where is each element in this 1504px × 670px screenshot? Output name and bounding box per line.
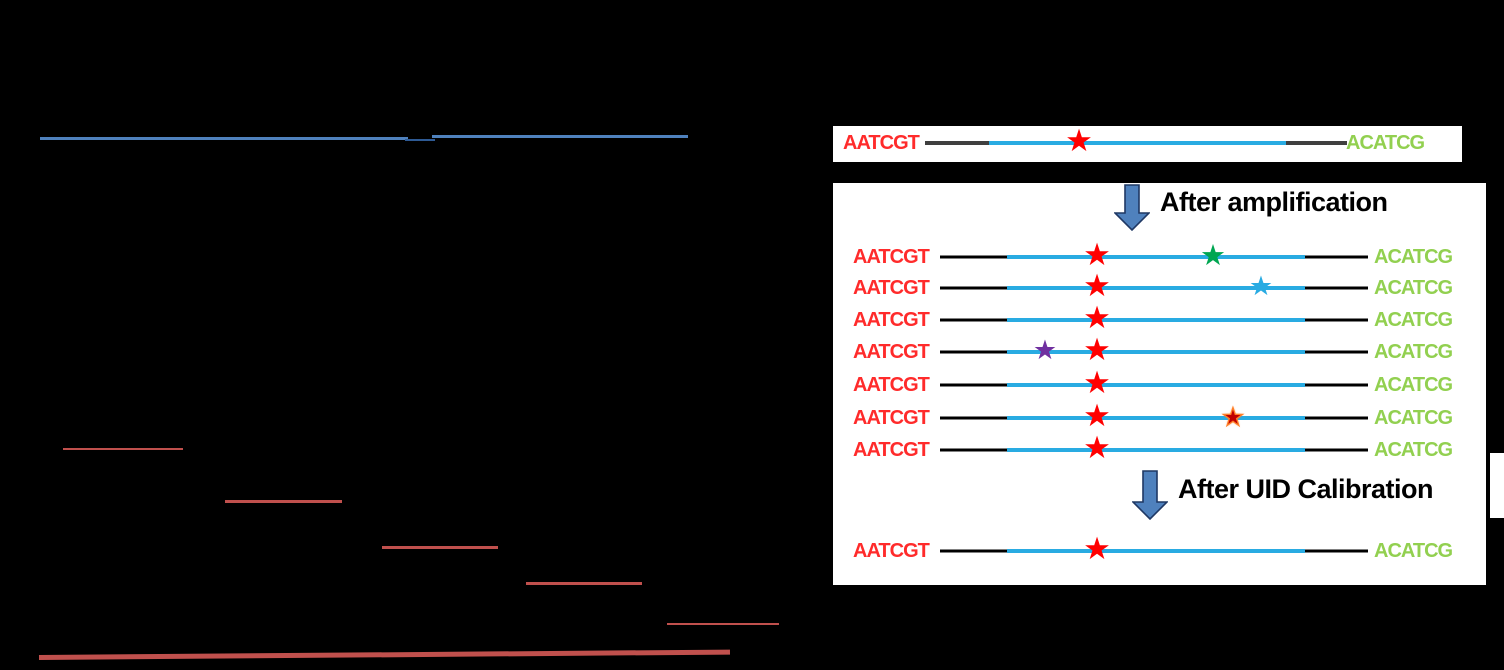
- template-dna-line: [1007, 448, 1305, 452]
- uid-barcode-right-label: ACATCG: [1374, 309, 1453, 331]
- after-amplification-label: After amplification: [1160, 187, 1388, 217]
- down-arrow-icon: [1114, 184, 1150, 231]
- mutation-star-red: ★: [1083, 364, 1111, 401]
- blue-probe-line: [432, 135, 688, 138]
- mutation-star-red: ★: [1083, 331, 1111, 368]
- adapter-segment: [1305, 383, 1368, 387]
- adapter-segment: [1305, 318, 1368, 322]
- adapter-segment: [1286, 141, 1347, 145]
- adapter-segment: [940, 448, 1007, 452]
- uid-barcode-right-label: ACATCG: [1374, 439, 1453, 461]
- uid-barcode-left-label: AATCGT: [853, 540, 930, 562]
- red-coverage-bar: [38, 649, 730, 660]
- adapter-segment: [1305, 416, 1368, 420]
- adapter-segment: [940, 416, 1007, 420]
- mutation-star-red: ★: [1065, 122, 1093, 159]
- template-dna-line: [1007, 416, 1305, 420]
- adapter-segment: [1305, 286, 1368, 290]
- red-read-line: [526, 582, 642, 585]
- template-dna-line: [989, 141, 1286, 145]
- blue-probe-line: [40, 137, 408, 140]
- down-arrow-icon: [1132, 470, 1168, 520]
- mutation-star-red: ★: [1083, 530, 1111, 567]
- uid-barcode-left-label: AATCGT: [853, 374, 930, 396]
- adapter-segment: [940, 255, 1007, 259]
- mutation-star-red: ★: [1083, 429, 1111, 466]
- uid-barcode-left-label: AATCGT: [853, 246, 930, 268]
- template-dna-line: [1007, 255, 1305, 259]
- mutation-star-brick: ★: [1221, 402, 1245, 432]
- adapter-segment: [1305, 448, 1368, 452]
- uid-template-molecule-box: AATCGT ACATCG ★: [833, 122, 1462, 162]
- template-dna-line: [1007, 350, 1305, 354]
- adapter-segment: [1305, 549, 1368, 553]
- uid-barcode-right-label: ACATCG: [1374, 277, 1453, 299]
- after-uid-calibration-label: After UID Calibration: [1178, 474, 1434, 504]
- uid-barcode-right-label: ACATCG: [1374, 374, 1453, 396]
- adapter-segment: [940, 318, 1007, 322]
- template-dna-line: [1007, 318, 1305, 322]
- uid-barcode-left-label: AATCGT: [843, 132, 920, 154]
- mutation-star-red: ★: [1083, 299, 1111, 336]
- adapter-segment: [940, 350, 1007, 354]
- uid-barcode-left-label: AATCGT: [853, 341, 930, 363]
- adapter-segment: [940, 549, 1007, 553]
- uid-barcode-left-label: AATCGT: [853, 309, 930, 331]
- template-dna-line: [1007, 286, 1305, 290]
- mutation-star-red: ★: [1083, 397, 1111, 434]
- red-read-line: [382, 546, 498, 549]
- adapter-segment: [925, 141, 989, 145]
- uid-barcode-right-label: ACATCG: [1374, 407, 1453, 429]
- mutation-star-red: ★: [1083, 236, 1111, 273]
- adapter-segment: [1305, 255, 1368, 259]
- uid-barcode-right-label: ACATCG: [1374, 341, 1453, 363]
- uid-barcode-right-label: ACATCG: [1374, 246, 1453, 268]
- uid-barcode-right-label: ACATCG: [1374, 540, 1453, 562]
- blue-probe-line: [405, 139, 435, 141]
- mutation-star-green: ★: [1200, 238, 1226, 273]
- uid-barcode-left-label: AATCGT: [853, 407, 930, 429]
- uid-barcode-left-label: AATCGT: [853, 439, 930, 461]
- uid-barcode-right-label: ACATCG: [1346, 132, 1425, 154]
- adapter-segment: [940, 383, 1007, 387]
- uid-barcode-left-label: AATCGT: [853, 277, 930, 299]
- clipped-white-box: [1490, 453, 1504, 518]
- adapter-segment: [940, 286, 1007, 290]
- mutation-star-red: ★: [1083, 267, 1111, 304]
- mutation-star-purple: ★: [1032, 335, 1058, 367]
- adapter-segment: [1305, 350, 1368, 354]
- template-dna-line: [1007, 549, 1305, 553]
- template-dna-line: [1007, 383, 1305, 387]
- mutation-star-cyan: ★: [1248, 271, 1274, 303]
- red-read-line: [667, 623, 779, 625]
- red-read-line: [63, 448, 183, 450]
- red-read-line: [225, 500, 342, 503]
